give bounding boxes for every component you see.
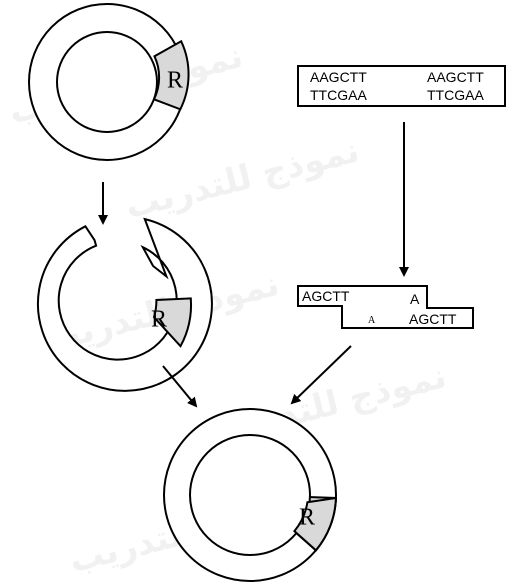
dna-fragment: AAGCTT AAGCTT TTCGAA TTCGAA [297,65,506,107]
dna-top-left-sequence: AAGCTT [310,69,367,85]
plasmid-inner-ring [189,434,311,556]
resistance-gene-segment [152,297,193,348]
sticky-bottom-sequence: AGCTT [409,311,457,327]
dna-bottom-right-sequence: TTCGAA [427,87,484,103]
resistance-gene-label: R [167,68,183,94]
sticky-top-sequence: AGCTT [302,288,350,304]
resistance-gene-segment [293,496,337,552]
sticky-top-end-base: A [410,291,420,307]
sticky-fragment-outline [297,285,474,329]
cut-plasmid: R [36,217,213,392]
sticky-bottom-start-base: A [368,315,376,326]
original-plasmid: R [28,3,190,161]
dna-fragment-box [297,65,506,107]
arrow-to-recombinant [290,345,352,405]
recombinant-plasmid: R [163,408,337,582]
resistance-gene-label: R [299,505,315,531]
sticky-end-fragment: AGCTT A A AGCTT [297,285,474,329]
arrow-to-recombinant [162,365,198,408]
dna-top-right-sequence: AAGCTT [427,69,484,85]
watermark-text: نموذج للتدريب [121,130,363,227]
resistance-gene-segment [152,39,190,111]
dna-bottom-left-sequence: TTCGAA [310,87,367,103]
resistance-gene-label: R [151,307,167,333]
plasmid-inner-ring [56,31,158,133]
cut-plasmid-ring [36,217,213,392]
